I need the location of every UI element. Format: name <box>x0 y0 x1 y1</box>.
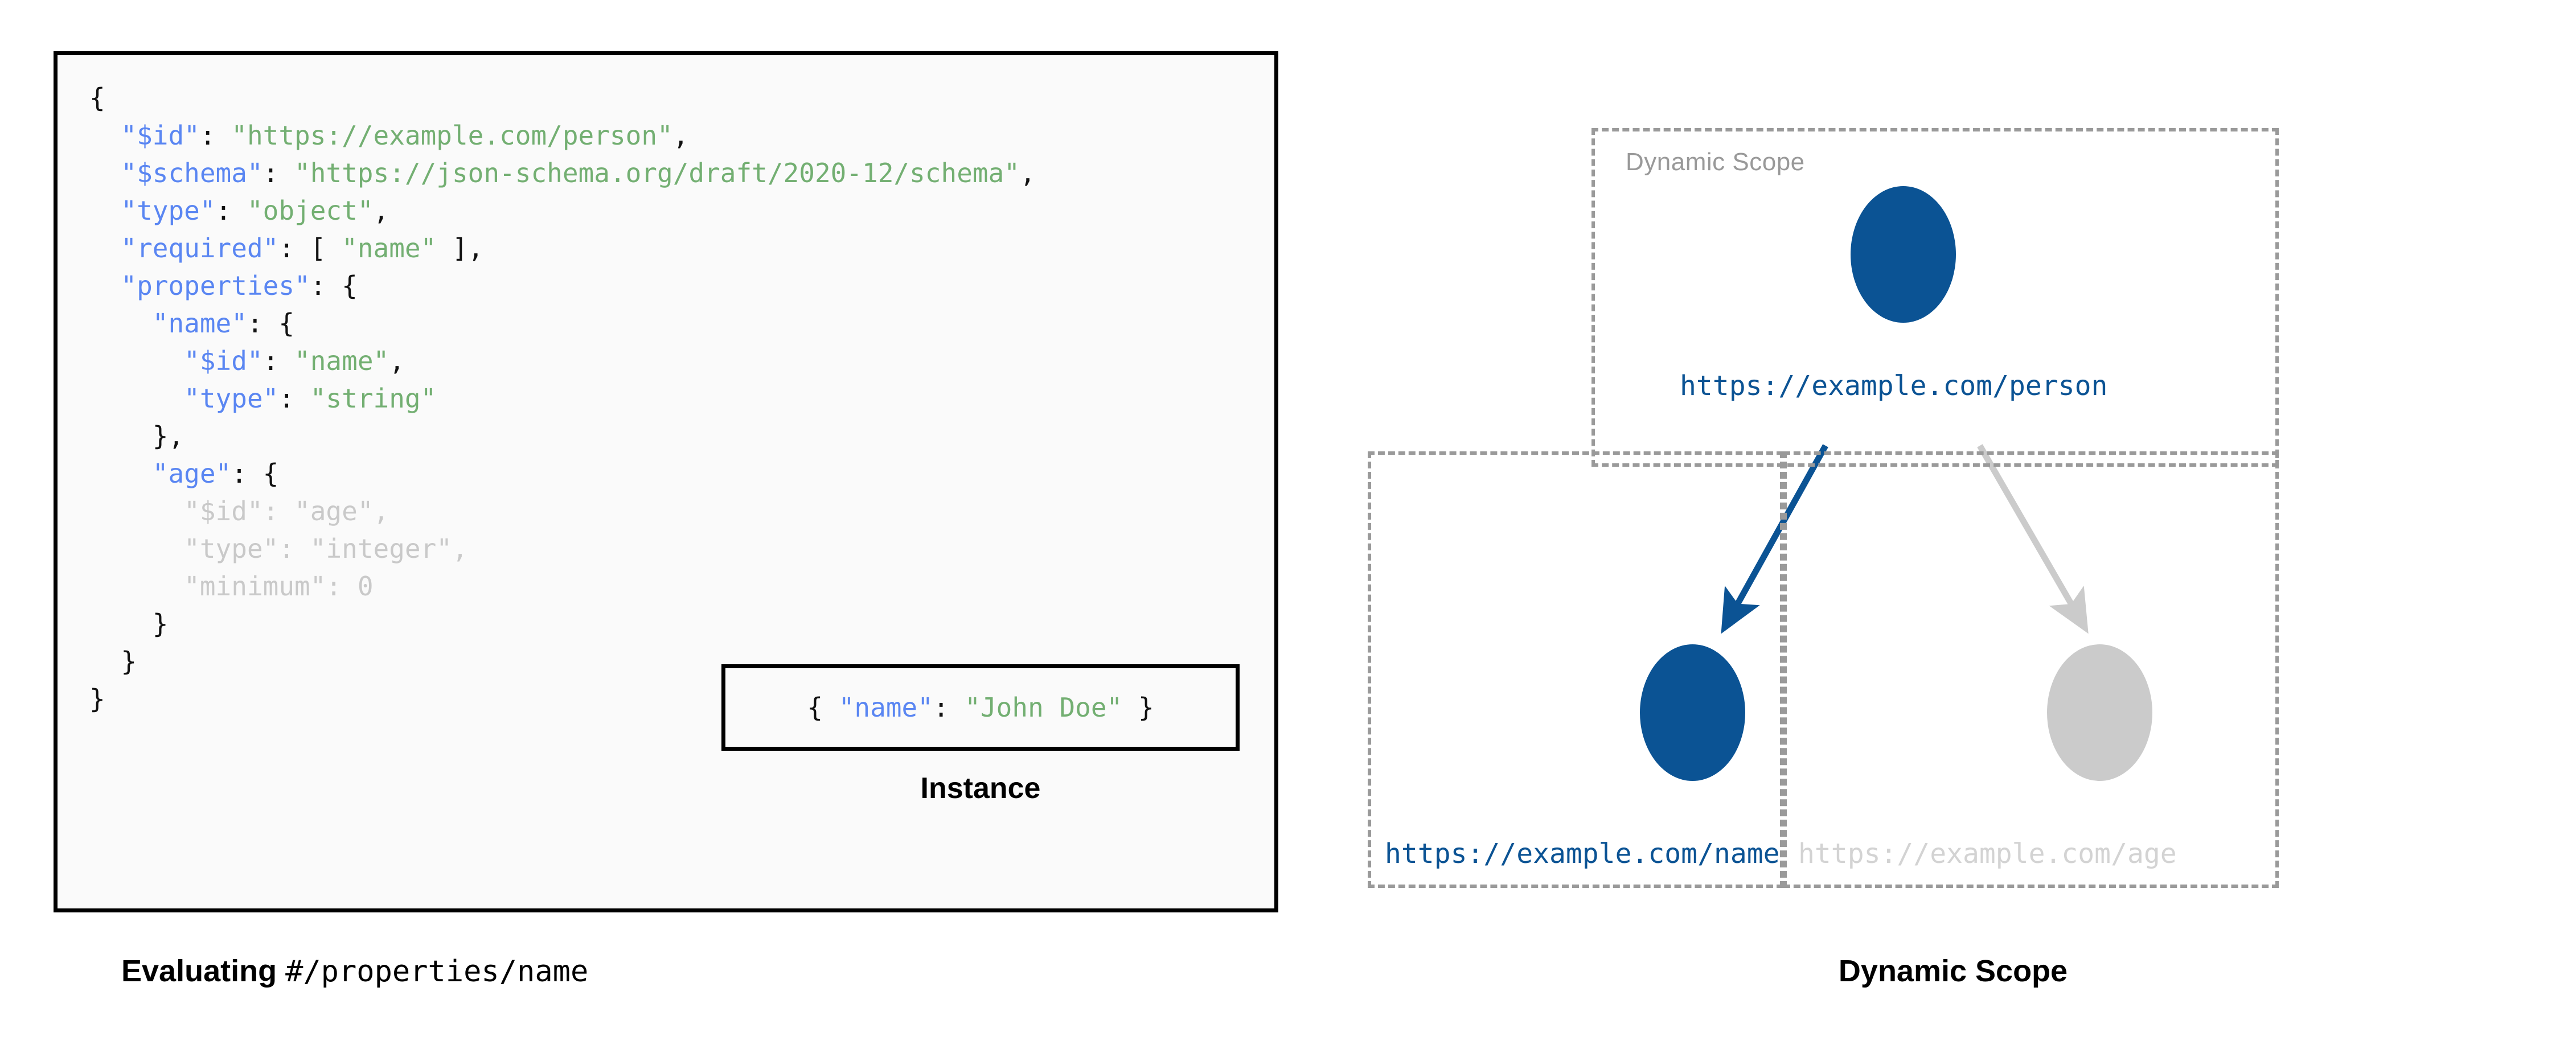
code-token: } <box>1122 692 1154 723</box>
code-token: , <box>672 120 689 151</box>
edge-person-to-age <box>1977 444 2089 634</box>
instance-caption: Instance <box>920 772 1041 805</box>
code-token: "name" <box>294 345 389 376</box>
code-token: : { <box>310 270 358 301</box>
code-token: , <box>373 496 389 526</box>
code-token: : <box>326 571 358 602</box>
code-token: "https://json-schema.org/draft/2020-12/s… <box>294 158 1020 188</box>
code-token: : <box>215 195 247 226</box>
node-person-circle <box>1851 186 1956 323</box>
code-token: , <box>373 195 389 226</box>
code-line: "minimum": 0 <box>89 571 374 602</box>
code-token: : { <box>247 308 295 339</box>
code-line: "$id": "age", <box>89 496 389 526</box>
code-token: : <box>278 383 310 414</box>
code-line: "$schema": "https://json-schema.org/draf… <box>89 158 1036 188</box>
code-line: { <box>89 83 105 113</box>
evaluating-caption-pointer: #/properties/name <box>285 955 589 989</box>
evaluating-caption: Evaluating #/properties/name <box>121 953 588 989</box>
code-token: : <box>933 692 965 723</box>
code-line: } <box>89 646 137 677</box>
code-token: "name" <box>152 308 247 339</box>
code-line: } <box>89 608 169 639</box>
code-line: "$id": "name", <box>89 345 405 376</box>
dynamic-scope-diagram: Dynamic Scope https://example.com/person… <box>1338 85 2568 939</box>
evaluating-caption-bold: Evaluating <box>121 954 286 988</box>
code-token: "$id" <box>184 345 263 376</box>
node-age-label: https://example.com/age <box>1798 838 2177 870</box>
code-token: "properties" <box>121 270 310 301</box>
code-token: } <box>89 684 105 714</box>
code-token: , <box>1019 158 1036 188</box>
code-line: "$id": "https://example.com/person", <box>89 120 688 151</box>
code-line: "type": "object", <box>89 195 389 226</box>
code-token: "age" <box>294 496 374 526</box>
code-token: "$id" <box>121 120 200 151</box>
code-token: : <box>262 345 295 376</box>
code-line: "type": "string" <box>89 383 436 414</box>
schema-code-panel: { "$id": "https://example.com/person", "… <box>54 51 1278 912</box>
code-token: : <box>199 120 232 151</box>
node-age-circle <box>2047 644 2152 781</box>
scope-box-name <box>1368 451 1783 888</box>
instance-box: { "name": "John Doe" } <box>721 664 1240 751</box>
dynamic-scope-label: Dynamic Scope <box>1626 148 1805 176</box>
code-token: "string" <box>310 383 437 414</box>
code-token: { <box>807 692 839 723</box>
code-token: { <box>89 83 105 113</box>
code-token: "type" <box>121 195 216 226</box>
code-token: , <box>452 533 468 564</box>
code-token: "name" <box>342 233 437 264</box>
code-token: "minimum" <box>184 571 326 602</box>
dynamic-scope-caption: Dynamic Scope <box>1838 954 2068 988</box>
code-token: "type" <box>184 533 279 564</box>
scope-box-age <box>1783 451 2279 888</box>
code-token: , <box>389 345 405 376</box>
code-token: }, <box>152 421 184 451</box>
code-line: "required": [ "name" ], <box>89 233 483 264</box>
code-token: : { <box>231 458 279 489</box>
code-token: } <box>152 608 169 639</box>
diagram-arrows <box>1721 444 2089 634</box>
code-line: }, <box>89 421 184 451</box>
scope-box-person <box>1591 128 2279 467</box>
code-token: "object" <box>247 195 374 226</box>
code-token: "$schema" <box>121 158 263 188</box>
code-token: "https://example.com/person" <box>231 120 673 151</box>
code-line: "type": "integer", <box>89 533 468 564</box>
code-token: : <box>262 158 295 188</box>
code-line: } <box>89 684 105 714</box>
code-line: "age": { <box>89 458 279 489</box>
schema-code-text: { "$id": "https://example.com/person", "… <box>89 79 1036 718</box>
edge-person-to-name <box>1721 444 1828 634</box>
code-token: ], <box>436 233 484 264</box>
code-token: "type" <box>184 383 279 414</box>
code-token: : [ <box>278 233 342 264</box>
code-token: "age" <box>152 458 232 489</box>
code-token: } <box>121 646 137 677</box>
code-token: "John Doe" <box>965 692 1123 723</box>
instance-code-text: { "name": "John Doe" } <box>725 692 1236 723</box>
code-token: "integer" <box>310 533 452 564</box>
code-token: : <box>278 533 310 564</box>
code-token: 0 <box>357 571 374 602</box>
code-token: : <box>262 496 295 526</box>
code-token: "required" <box>121 233 279 264</box>
node-name-circle <box>1640 644 1745 781</box>
code-token: "name" <box>838 692 933 723</box>
code-line: "name": { <box>89 308 294 339</box>
node-person-label: https://example.com/person <box>1680 370 2108 402</box>
node-name-label: https://example.com/name <box>1385 838 1780 870</box>
code-line: "properties": { <box>89 270 358 301</box>
code-token: "$id" <box>184 496 263 526</box>
